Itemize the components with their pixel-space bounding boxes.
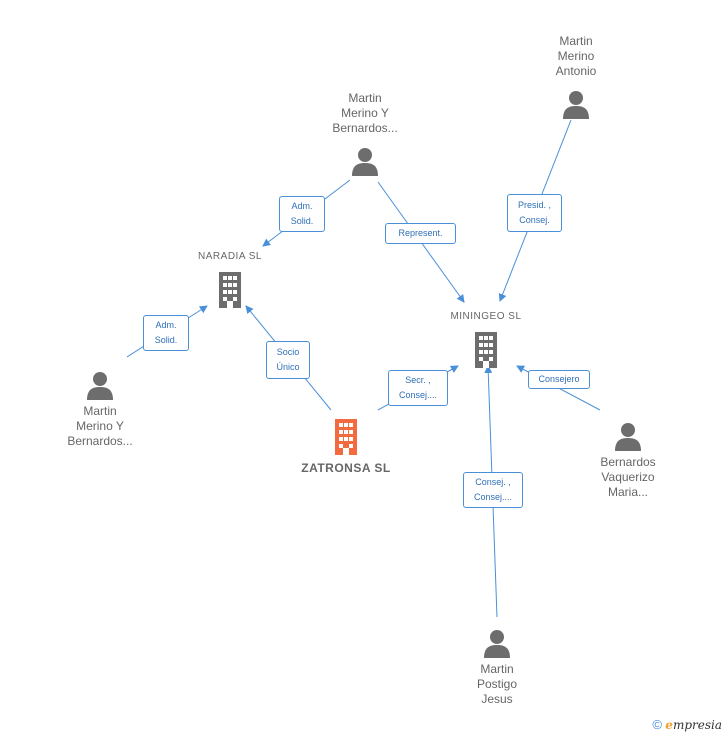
edge-label-line: Adm. — [155, 320, 177, 330]
person-name-line: Martin — [559, 34, 593, 48]
edge-label-line: Consej.... — [473, 492, 513, 502]
person-node-bottom[interactable]: Martin Postigo Jesus — [447, 628, 547, 707]
edge-label-line: Solid. — [290, 216, 314, 226]
person-icon — [526, 89, 626, 119]
person-name-line: Postigo — [476, 677, 518, 691]
brand-logo: © empresia — [652, 717, 722, 732]
brand-wordmark: empresia — [665, 718, 722, 732]
person-name-line: Bernardos — [600, 455, 656, 469]
company-node-miningeo[interactable]: MININGEO SL — [436, 306, 536, 368]
edge-label-line: Socio — [276, 347, 300, 357]
edge-label-line: Consej. , — [475, 477, 511, 487]
person-icon — [315, 146, 415, 176]
edge-label-secr-consej[interactable]: Secr. , Consej.... — [388, 370, 448, 406]
person-icon — [447, 628, 547, 658]
edge-label-line: Presid. , — [517, 200, 551, 210]
edge-label-line: Consej.... — [398, 390, 438, 400]
person-icon — [50, 370, 150, 400]
edge-label-line: Solid. — [154, 335, 178, 345]
person-name-line: Bernardos... — [332, 121, 398, 135]
person-name-line: Antonio — [555, 64, 597, 78]
person-name-line: Merino — [557, 49, 595, 63]
person-node-left[interactable]: Martin Merino Y Bernardos... — [50, 370, 150, 449]
person-name-line: Martin — [480, 662, 514, 676]
edge-label-adm-solid-top[interactable]: Adm. Solid. — [279, 196, 325, 232]
brand-text: mpresia — [672, 718, 722, 732]
person-icon — [578, 421, 678, 451]
person-name-line: Maria... — [607, 485, 648, 499]
edge-label-presid-consej[interactable]: Presid. , Consej. — [507, 194, 562, 232]
edge-label-line: Consej. — [519, 215, 550, 225]
edge-label-adm-solid-left[interactable]: Adm. Solid. — [143, 315, 189, 351]
person-name-line: Merino Y — [76, 419, 124, 433]
person-node-right[interactable]: Bernardos Vaquerizo Maria... — [578, 421, 678, 500]
building-icon — [180, 272, 280, 308]
company-name-focus: ZATRONSA SL — [301, 461, 391, 475]
edge-label-socio-unico[interactable]: Socio Único — [266, 341, 310, 379]
company-node-naradia[interactable]: NARADIA SL — [180, 246, 280, 308]
edge-label-consejero[interactable]: Consejero — [528, 370, 590, 389]
edge-label-consej-consej[interactable]: Consej. , Consej.... — [463, 472, 523, 508]
copyright-icon: © — [652, 717, 662, 732]
building-icon — [436, 332, 536, 368]
person-name-line: Merino Y — [341, 106, 389, 120]
person-name-line: Martin — [83, 404, 117, 418]
edge-label-line: Secr. , — [405, 375, 431, 385]
person-node-top-center[interactable]: Martin Merino Y Bernardos... — [315, 91, 415, 176]
company-name: NARADIA SL — [198, 251, 262, 262]
person-name-line: Jesus — [481, 692, 513, 706]
building-icon-focus — [296, 419, 396, 455]
company-name: MININGEO SL — [450, 311, 522, 322]
edge-label-represent[interactable]: Represent. — [385, 223, 456, 244]
person-name-line: Bernardos... — [67, 434, 133, 448]
edge-label-line: Adm. — [291, 201, 313, 211]
person-name-line: Vaquerizo — [601, 470, 655, 484]
edge-label-line: Represent. — [398, 228, 443, 238]
edge-label-line: Único — [276, 362, 300, 372]
edge-label-line: Consejero — [538, 374, 580, 384]
brand-letter: e — [665, 718, 673, 732]
company-node-zatronsa[interactable]: ZATRONSA SL — [296, 419, 396, 477]
person-name-line: Martin — [348, 91, 382, 105]
person-node-top-right[interactable]: Martin Merino Antonio — [526, 34, 626, 119]
